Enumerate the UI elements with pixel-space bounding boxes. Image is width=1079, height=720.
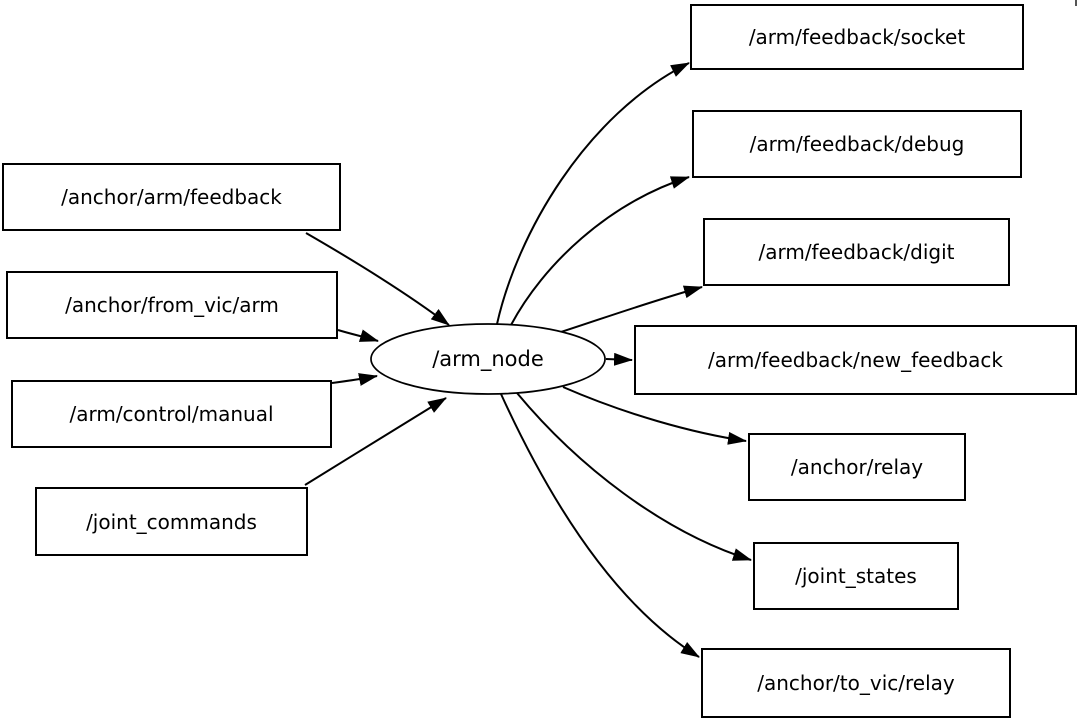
edge-arm-node-to-joint-states — [516, 392, 752, 561]
edge-arm-node-to-arm-feedback-debug — [510, 176, 690, 326]
topic-box-anchor-relay: /anchor/relay — [748, 433, 966, 501]
edge-arm-control-manual-to-arm-node — [331, 373, 378, 386]
topic-box-anchor-to-vic-relay: /anchor/to_vic/relay — [701, 648, 1011, 718]
edge-joint-commands-to-arm-node — [304, 397, 447, 486]
topic-box-arm-feedback-new-feedback: /arm/feedback/new_feedback — [634, 325, 1077, 395]
topic-box-arm-control-manual: /arm/control/manual — [11, 380, 332, 448]
edge-arm-node-to-arm-feedback-digit — [560, 285, 703, 333]
topic-box-arm-feedback-socket: /arm/feedback/socket — [690, 4, 1024, 70]
edge-anchor-from-vic-arm-to-arm-node — [337, 329, 379, 342]
edge-arm-node-to-arm-feedback-new-feedback — [605, 352, 633, 366]
edge-anchor-arm-feedback-to-arm-node — [305, 232, 450, 326]
topic-box-arm-feedback-debug: /arm/feedback/debug — [692, 110, 1022, 178]
edge-arm-node-to-anchor-to-vic-relay — [500, 393, 700, 658]
topic-box-anchor-arm-feedback: /anchor/arm/feedback — [2, 163, 341, 231]
edge-arm-node-to-anchor-relay — [562, 386, 747, 445]
clipped-edge-artifact — [1075, 0, 1077, 6]
topic-box-anchor-from-vic-arm: /anchor/from_vic/arm — [6, 271, 338, 339]
arm-node-label: /arm_node — [432, 346, 544, 371]
topic-box-arm-feedback-digit: /arm/feedback/digit — [703, 218, 1010, 286]
edge-arm-node-to-arm-feedback-socket — [496, 62, 690, 325]
topic-box-joint-states: /joint_states — [753, 542, 959, 610]
arm-node-ellipse — [370, 323, 606, 395]
topic-box-joint-commands: /joint_commands — [35, 487, 308, 556]
